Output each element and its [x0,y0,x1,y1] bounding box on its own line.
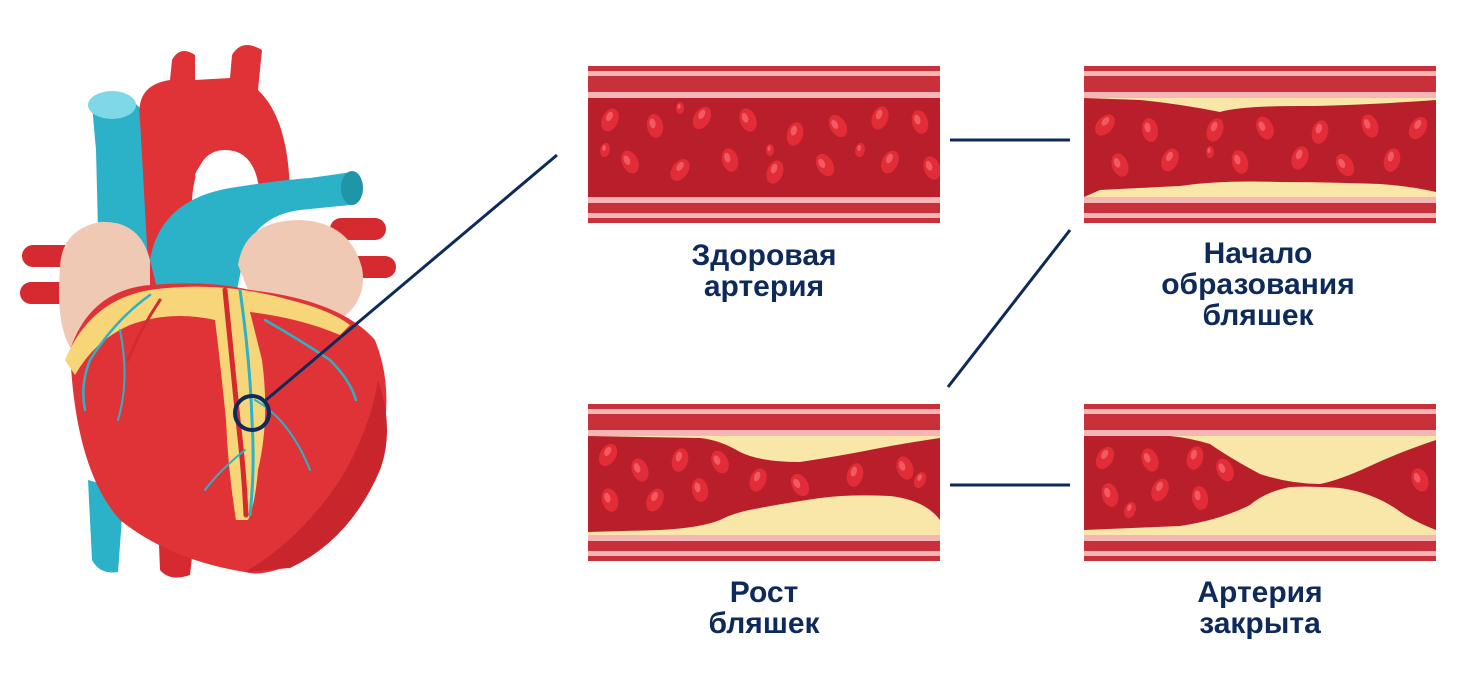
plaque-top [1084,98,1436,112]
caption-plaque-growth: Рост бляшек [708,576,820,640]
caption-artery-closed: Артерия закрыта [1197,576,1323,640]
magnified-region-marker [233,394,271,432]
heart-illustration [20,45,396,578]
plaque-top [1084,436,1436,484]
connector-early-to-growth [946,229,1072,388]
vessel-closed [1084,404,1436,561]
plaque-bottom [1084,181,1436,197]
vessel-plaque-growth [588,404,940,561]
coronary-fat [65,286,350,520]
vessel-early-plaque [1084,66,1436,223]
caption-early-plaque: Начало образования бляшек [1161,237,1355,332]
pulmonary-trunk [150,172,357,300]
caption-healthy-artery: Здоровая артерия [691,239,837,303]
vessel-healthy [588,66,940,223]
plaque-top [588,436,940,462]
connector-heart-to-healthy [265,153,558,402]
connectors [265,138,1072,487]
plaque-bottom [588,495,940,535]
plaque-bottom [1084,486,1436,535]
